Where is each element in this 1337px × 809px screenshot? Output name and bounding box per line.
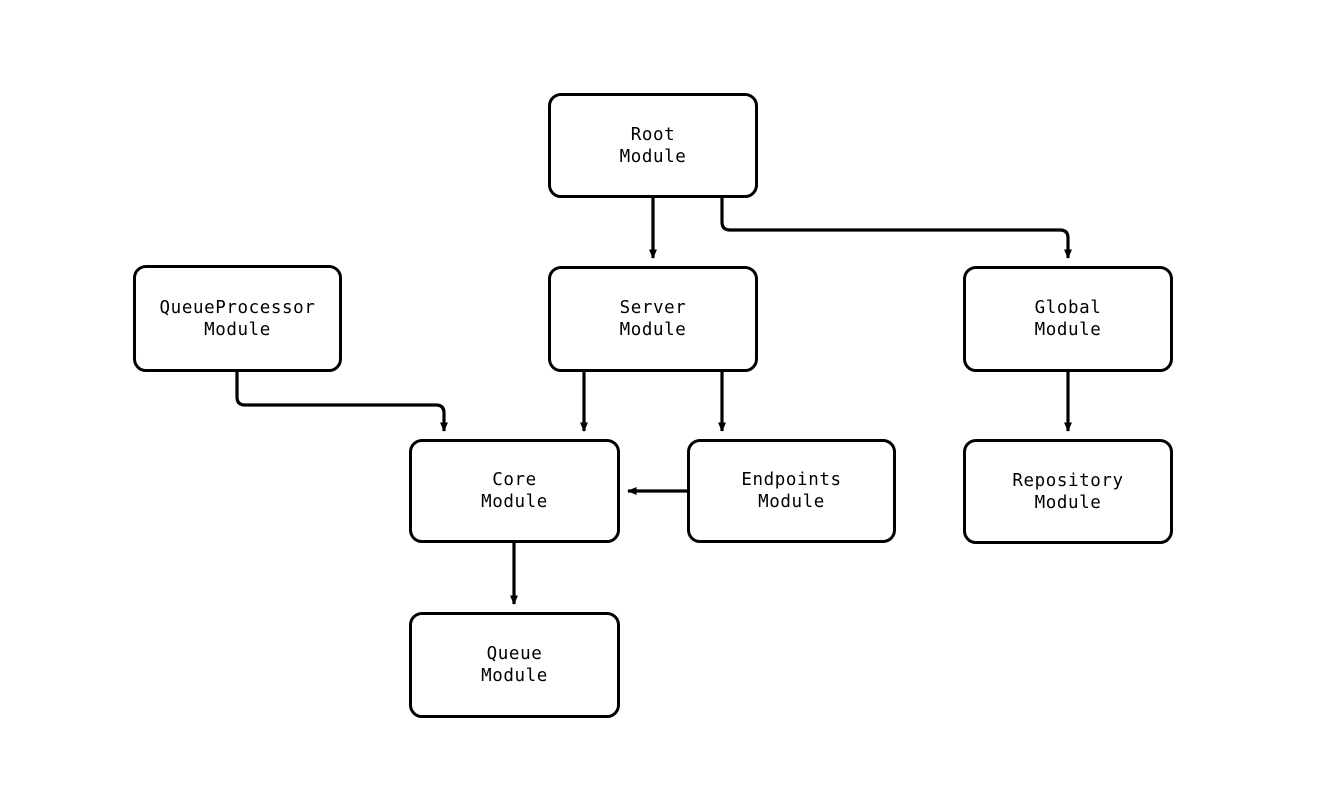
- node-root-module-line2: Module: [619, 146, 687, 167]
- node-queueprocessor-module-line1: QueueProcessor: [159, 297, 316, 318]
- node-queueprocessor-module-line2: Module: [204, 319, 271, 340]
- node-repository-module-line2: Module: [1034, 492, 1102, 513]
- node-endpoints-module[interactable]: Endpoints Module: [687, 439, 896, 543]
- node-core-module-line2: Module: [481, 492, 548, 512]
- node-repository-module-line1: Repository: [1012, 470, 1124, 491]
- node-global-module-line1: Global: [1034, 298, 1102, 318]
- node-core-module-line1: Core: [492, 470, 537, 490]
- node-endpoints-module-line2: Module: [758, 492, 825, 512]
- node-repository-module[interactable]: Repository Module: [963, 439, 1173, 544]
- node-root-module-line1: Root: [630, 124, 676, 145]
- node-server-module-line1: Server: [619, 298, 687, 318]
- node-root-module[interactable]: Root Module: [548, 93, 758, 198]
- node-endpoints-module-line1: Endpoints: [741, 470, 842, 490]
- node-core-module[interactable]: Core Module: [409, 439, 620, 543]
- edge-root-to-global: [720, 198, 1072, 259]
- node-queue-module[interactable]: Queue Module: [409, 612, 620, 718]
- node-server-module[interactable]: Server Module: [548, 266, 758, 372]
- node-server-module-line2: Module: [619, 320, 687, 340]
- edge-queueprocessor-to-core: [235, 372, 448, 432]
- node-global-module-line2: Module: [1034, 320, 1102, 340]
- node-global-module[interactable]: Global Module: [963, 266, 1173, 372]
- node-queue-module-line2: Module: [481, 666, 548, 686]
- node-queueprocessor-module[interactable]: QueueProcessor Module: [133, 265, 342, 372]
- node-queue-module-line1: Queue: [486, 644, 543, 664]
